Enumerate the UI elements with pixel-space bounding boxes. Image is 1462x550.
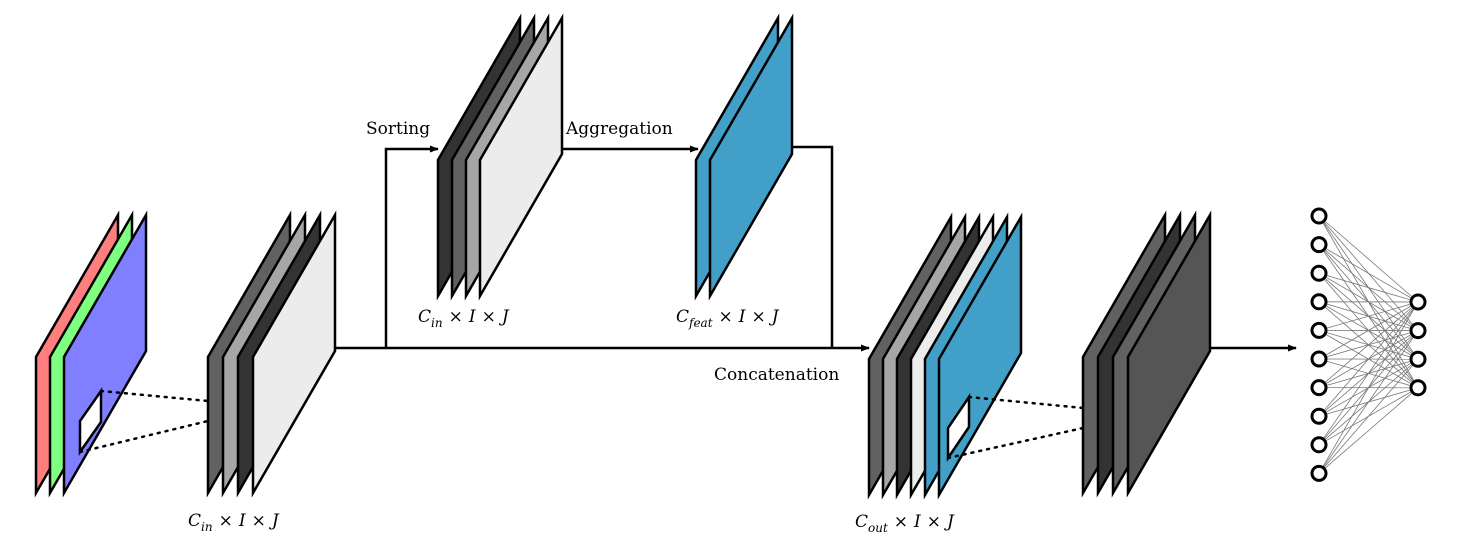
input-neuron <box>1310 350 1328 368</box>
fully-connected-network <box>1310 207 1427 482</box>
concatenated-feature-maps <box>867 212 1023 500</box>
network-edge <box>1318 301 1419 331</box>
network-edge <box>1318 358 1419 474</box>
input-feature-maps <box>206 210 337 498</box>
sorted-map <box>478 13 564 301</box>
projection-line-bottom <box>946 426 1085 460</box>
network-edge <box>1318 301 1419 388</box>
projection-line-bottom <box>78 419 210 454</box>
input-dims-label: Cin×I×J <box>188 511 280 534</box>
output-map <box>1126 210 1212 498</box>
output-feature-maps <box>1081 210 1212 498</box>
projection-line-top <box>967 395 1085 410</box>
input-neuron <box>1310 236 1328 254</box>
output-neuron <box>1409 293 1427 311</box>
input-neuron <box>1310 436 1328 454</box>
concatenated-dims-label: Cout×I×J <box>855 512 955 535</box>
input-neuron <box>1310 207 1328 225</box>
network-edge <box>1318 215 1419 303</box>
output-neuron <box>1409 350 1427 368</box>
feature-map <box>251 210 337 498</box>
network-edge <box>1318 330 1419 474</box>
input-neuron <box>1310 407 1328 425</box>
output-neuron <box>1409 322 1427 340</box>
projection-line-top <box>99 389 210 403</box>
arrow-sorting <box>384 145 439 348</box>
network-edge <box>1318 272 1419 303</box>
input-neuron <box>1310 379 1328 397</box>
connector-aggregated-return <box>790 145 834 348</box>
aggregated-feature-maps <box>694 13 794 301</box>
concatenation-label: Concatenation <box>714 365 839 385</box>
input-neuron <box>1310 321 1328 339</box>
input-neuron <box>1310 264 1328 282</box>
sorted-feature-maps <box>436 13 564 301</box>
aggregation-label: Aggregation <box>565 119 673 139</box>
sorting-label: Sorting <box>366 119 430 139</box>
input-neuron <box>1310 293 1328 311</box>
network-edge <box>1318 301 1419 474</box>
network-edge <box>1318 387 1419 474</box>
network-edge <box>1318 301 1419 446</box>
input-neuron <box>1310 464 1328 482</box>
sorted-dims-label: Cin×I×J <box>418 307 510 330</box>
network-edge <box>1318 244 1419 303</box>
network-edge <box>1318 301 1419 360</box>
aggregated-dims-label: Cfeat×I×J <box>676 307 780 330</box>
output-neuron <box>1409 379 1427 397</box>
aggregated-map <box>708 13 794 301</box>
network-edge <box>1318 301 1419 417</box>
input-image <box>34 210 148 498</box>
